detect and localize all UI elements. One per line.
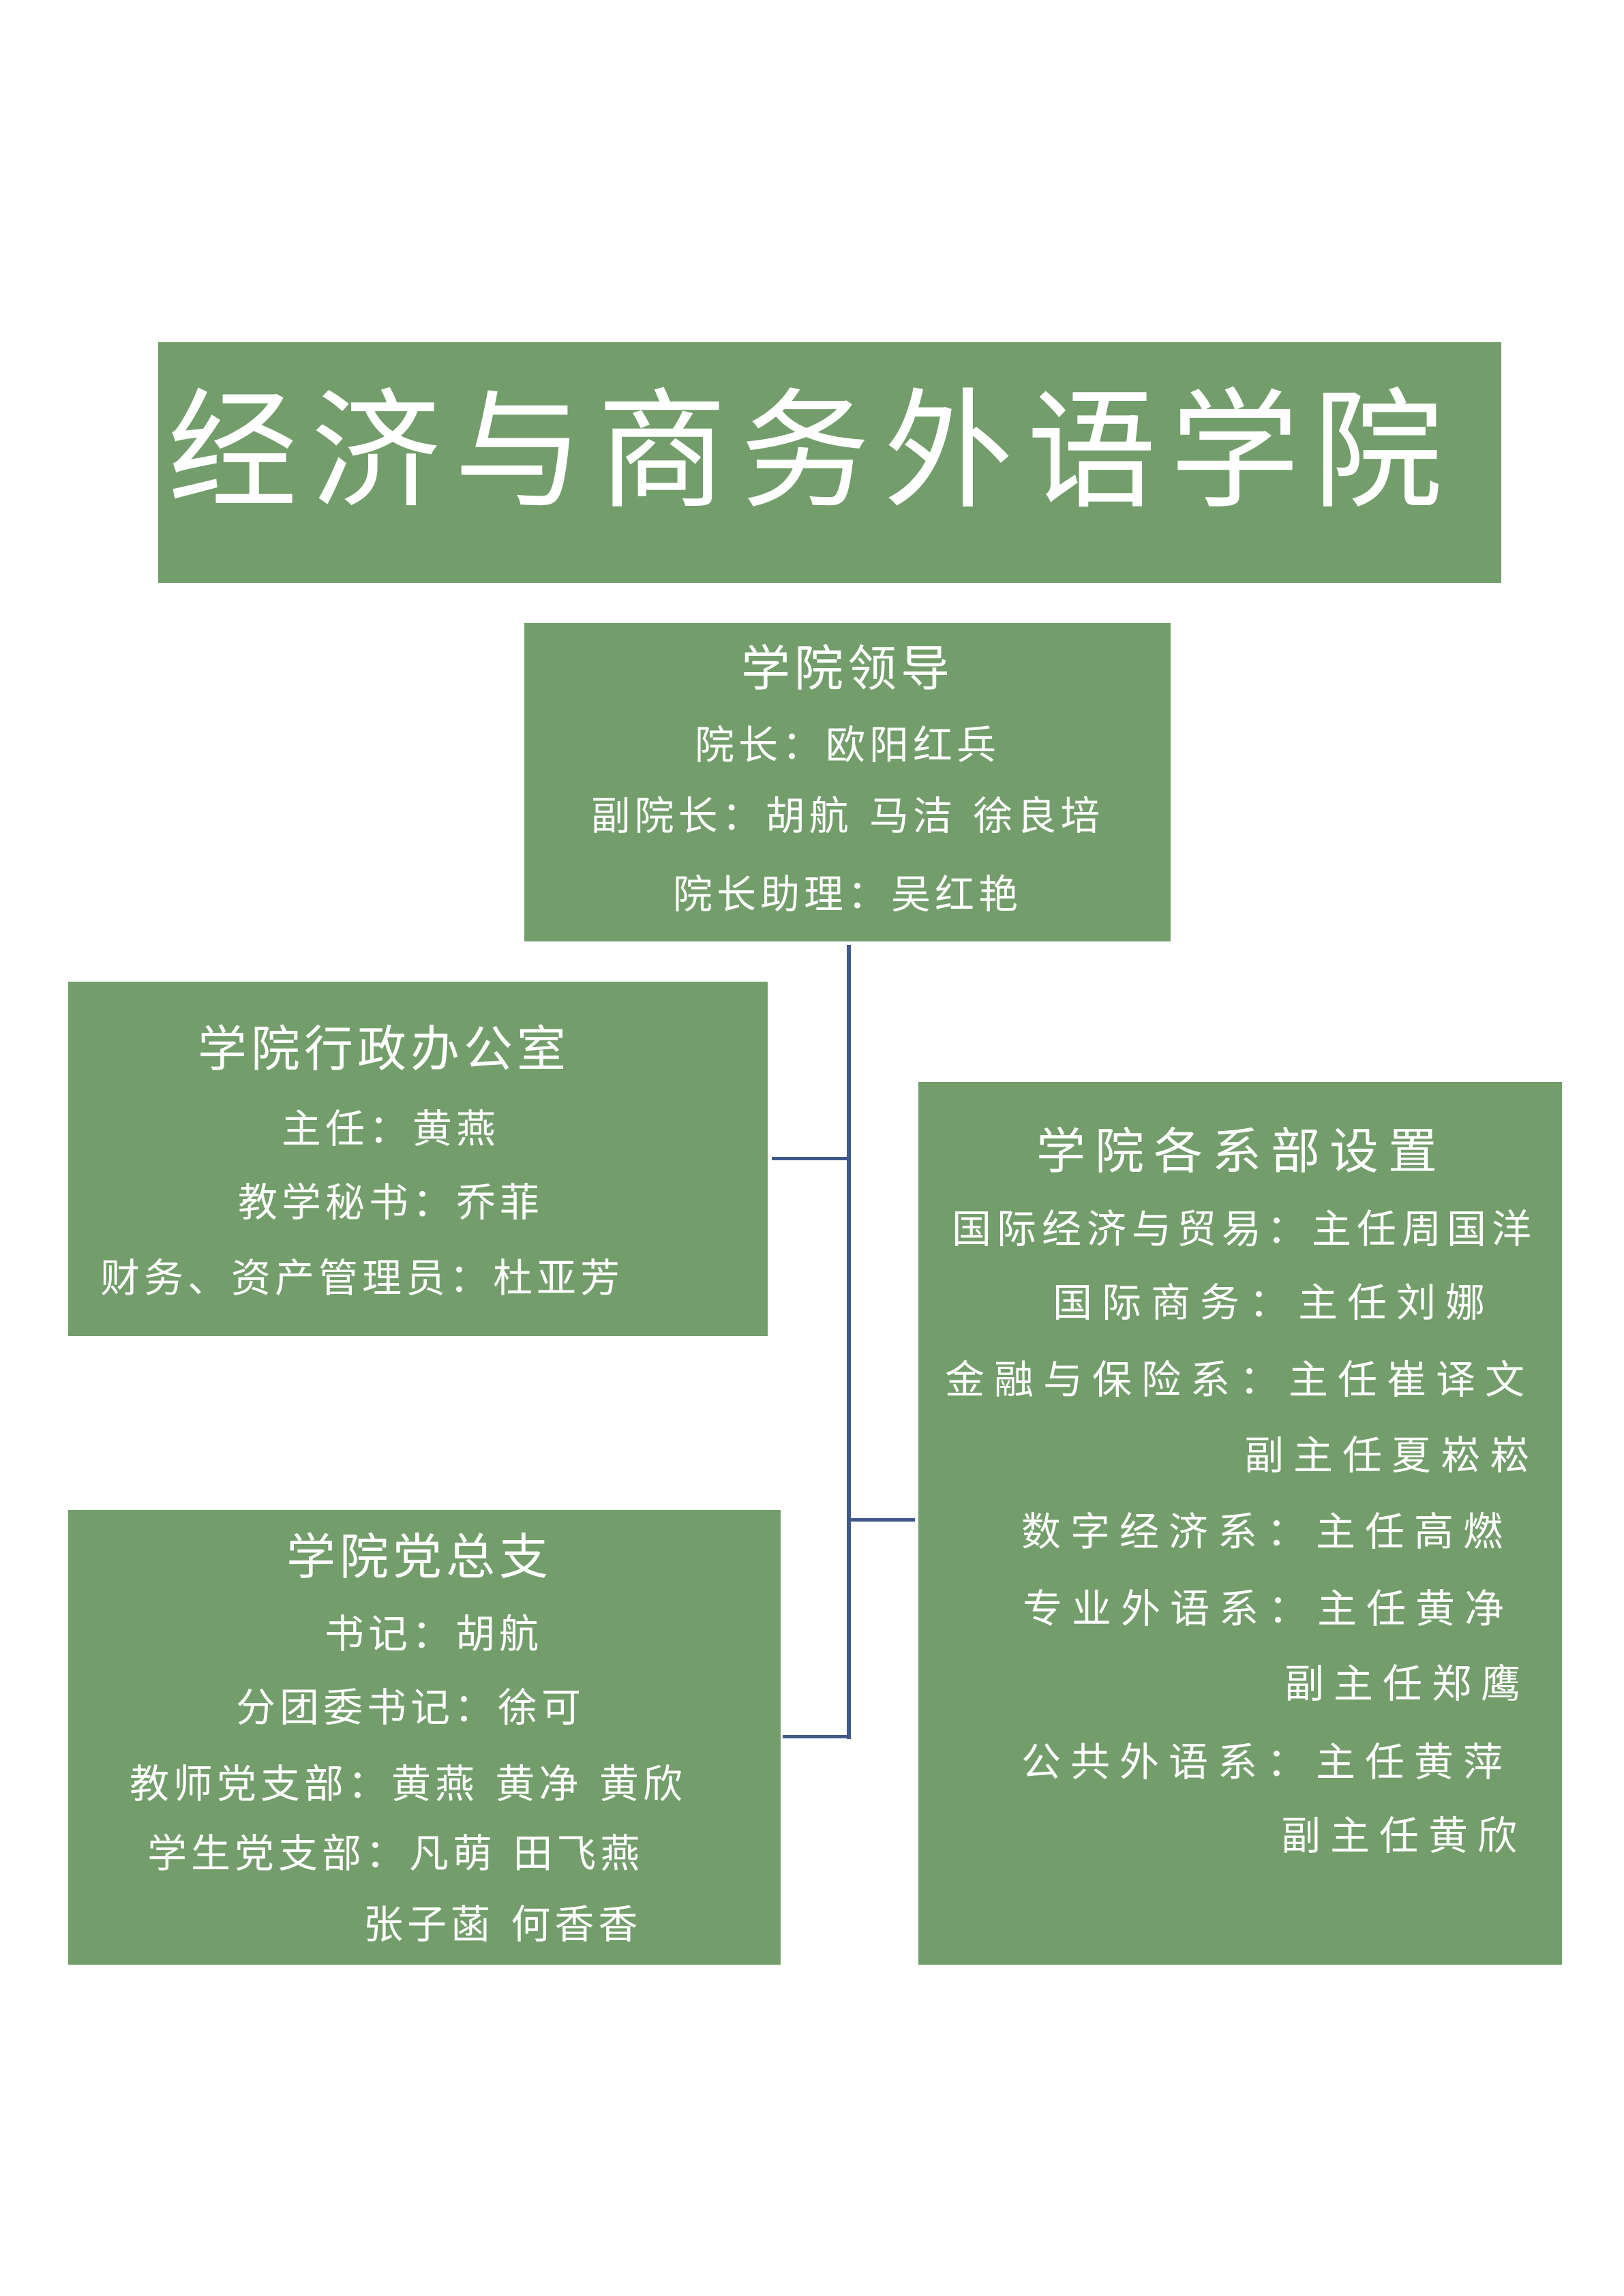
admin-office-line: 主任：黄燕 — [281, 1106, 500, 1152]
party-branch-line: 分团委书记：徐可 — [236, 1685, 586, 1731]
connector-vertical — [847, 945, 851, 1739]
connector-departments — [849, 1518, 915, 1522]
department-line: 数字经济系：主任高燃 — [1021, 1509, 1513, 1555]
party-branch-box — [68, 1510, 781, 1965]
connector-admin — [772, 1157, 849, 1160]
party-branch-heading: 学院党总支 — [286, 1528, 553, 1586]
party-branch-line: 书记：胡航 — [325, 1611, 543, 1657]
leadership-line: 院长助理：吴红艳 — [672, 871, 1022, 918]
title-banner — [158, 342, 1501, 583]
leadership-line: 副院长：胡航 马洁 徐良培 — [590, 793, 1104, 839]
admin-office-box — [68, 982, 768, 1336]
party-branch-line: 教师党支部：黄燕 黄净 黄欣 — [130, 1761, 687, 1807]
party-branch-line: 张子菡 何香香 — [363, 1901, 642, 1948]
leadership-line: 院长：欧阳红兵 — [694, 722, 1000, 768]
department-line: 金融与保险系：主任崔译文 — [945, 1357, 1535, 1403]
page-title: 经济与商务外语学院 — [167, 376, 1456, 527]
connector-party — [783, 1735, 849, 1738]
leadership-box — [524, 623, 1171, 941]
department-line: 国际经济与贸易：主任周国洋 — [952, 1206, 1537, 1252]
departments-box — [918, 1082, 1562, 1965]
department-line: 副主任郑鹰 — [1284, 1661, 1531, 1707]
department-line: 专业外语系：主任黄净 — [1023, 1586, 1514, 1632]
leadership-heading: 学院领导 — [740, 640, 954, 697]
department-line: 公共外语系：主任黄萍 — [1021, 1739, 1513, 1785]
admin-office-line: 教学秘书：乔菲 — [237, 1179, 543, 1226]
department-line: 国际商务：主任刘娜 — [1053, 1280, 1495, 1326]
department-line: 副主任夏崧崧 — [1244, 1432, 1539, 1479]
admin-office-heading: 学院行政办公室 — [197, 1021, 570, 1078]
admin-office-line: 财务、资产管理员：杜亚芳 — [100, 1255, 625, 1301]
party-branch-line: 学生党支部：凡萌 田飞燕 — [147, 1830, 644, 1877]
department-line: 副主任黄欣 — [1281, 1813, 1527, 1859]
departments-heading: 学院各系部设置 — [1036, 1123, 1447, 1180]
